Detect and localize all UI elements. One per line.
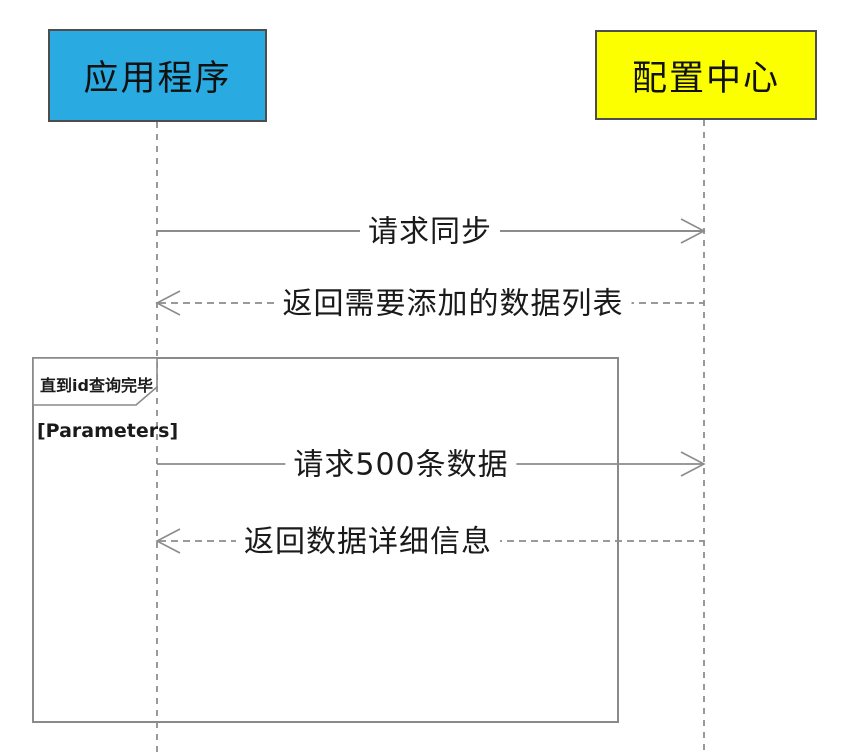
message-label-return-details: 返回数据详细信息 <box>236 516 500 561</box>
actor-config-center-label: 配置中心 <box>631 58 780 99</box>
actor-application: 应用程序 <box>48 29 267 122</box>
fragment-title-tab <box>32 357 158 406</box>
actor-application-label: 应用程序 <box>83 59 232 99</box>
actor-config-center: 配置中心 <box>595 30 817 120</box>
message-4-arrowhead-icon <box>155 528 181 554</box>
message-2-arrowhead-icon <box>155 290 181 316</box>
fragment-title-label: 直到id查询完毕 <box>40 376 153 395</box>
message-3-arrowhead-icon <box>680 451 706 477</box>
message-1-arrowhead-icon <box>680 218 706 244</box>
message-label-request-sync: 请求同步 <box>360 206 500 251</box>
message-label-request-500: 请求500条数据 <box>285 439 517 484</box>
fragment-guard-label: [Parameters] <box>37 420 179 442</box>
message-label-return-add-list: 返回需要添加的数据列表 <box>274 278 632 323</box>
fragment-frame <box>32 357 619 723</box>
